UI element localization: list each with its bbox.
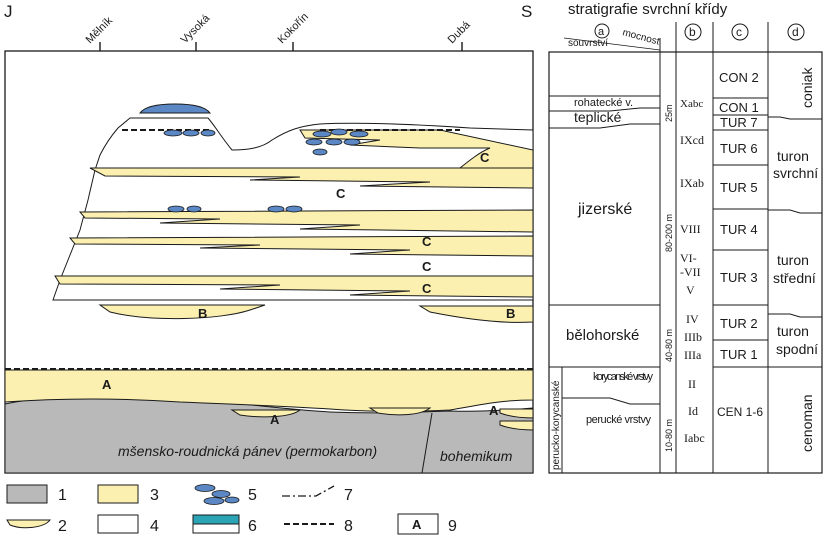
legend-num-4: 4 (150, 518, 159, 535)
col-b-item-2: IXab (680, 176, 704, 190)
col-c-item-9: CEN 1-6 (717, 405, 763, 419)
unit-perucke: perucké vrstvy (586, 414, 652, 426)
col-b-item-3: VIII (680, 222, 701, 236)
legend-num-1: 1 (58, 487, 67, 504)
a-label-1: A (102, 377, 112, 392)
thickness-3: 40-80 m (664, 329, 674, 362)
col-c-item-6: TUR 3 (720, 270, 758, 285)
c-label-3: C (422, 234, 432, 249)
legend-num-2: 2 (58, 518, 67, 535)
col-c-item-1: CON 1 (719, 100, 759, 115)
place-label-vysoka: Vysoká (179, 12, 213, 46)
corner-label-j: J (4, 2, 13, 21)
col-c-item-3: TUR 6 (720, 141, 758, 156)
col-b-item-7: IV (686, 312, 699, 326)
bohemikum-label: bohemikum (440, 448, 513, 464)
unit-teplicke: teplické (574, 109, 622, 125)
place-markers: Mělník Vysoká Kokořín Dubá (84, 11, 474, 52)
cross-section: C C C C C B B A A A mšensko-roudnická pá… (5, 51, 533, 473)
col-b-item-1: IXcd (680, 133, 704, 147)
unit-jizerske: jizerské (577, 201, 632, 218)
c-label-1: C (480, 150, 490, 165)
col-d-item-2: svrchní (773, 165, 818, 181)
col-c-item-2: TUR 7 (720, 115, 758, 130)
col-d-item-6: spodní (776, 341, 818, 357)
corner-label-s: S (521, 2, 532, 21)
col-b-item-0: Xabc (680, 98, 703, 110)
d-line-3 (768, 314, 822, 317)
b-label-1: B (198, 306, 207, 321)
col-d-item-7: cenoman (799, 394, 815, 452)
col-c-letter: c (736, 25, 742, 39)
col-d-item-1: turon (777, 148, 809, 164)
legend: 1 2 3 4 5 6 7 8 A 9 (7, 485, 457, 536)
col-b-item-12: Iabc (684, 431, 705, 445)
strat-table: stratigrafie svrchní křídy a souvrství m… (549, 1, 822, 473)
legend-num-5: 5 (248, 487, 257, 504)
legend-swatch-1 (7, 485, 47, 503)
col-d-item-4: střední (773, 270, 816, 286)
col-c-item-7: TUR 2 (720, 316, 758, 331)
legend-num-9: 9 (448, 518, 457, 535)
unit-belohorske: bělohorské (566, 327, 639, 344)
col-b-item-10: II (688, 377, 696, 391)
c-label-2: C (336, 186, 346, 201)
col-c-item-4: TUR 5 (720, 180, 758, 195)
col-a-mocnost: mocnost (621, 27, 661, 47)
b-label-2: B (506, 306, 515, 321)
d-line-2 (768, 210, 822, 213)
legend-num-3: 3 (150, 487, 159, 504)
col-c-item-8: TUR 1 (720, 347, 758, 362)
unit-perucko: perucko-korycanské (551, 380, 562, 470)
thickness-1: 25m (664, 104, 674, 122)
col-d-item-3: turon (777, 252, 809, 268)
d-line-1 (768, 117, 822, 119)
legend-swatch-6 (193, 515, 239, 524)
legend-box-letter: A (412, 517, 422, 532)
place-label-melnik: Mělník (84, 14, 116, 46)
c-label-4: C (422, 259, 432, 274)
basin-label: mšensko-roudnická pánev (permokarbon) (118, 443, 377, 459)
col-b-item-5: -VII (680, 265, 701, 279)
col-b-item-4: VI- (680, 251, 697, 265)
col-b-letter: b (689, 25, 696, 39)
col-b-item-8: IIIb (684, 330, 702, 344)
place-label-kokorin: Kokořín (276, 11, 311, 46)
a-label-3: A (489, 403, 499, 418)
col-c-item-5: TUR 4 (720, 222, 758, 237)
col-d-item-5: turon (777, 323, 809, 339)
thickness-4: 10-80 m (664, 419, 674, 452)
c-label-5: C (422, 281, 432, 296)
legend-swatch-4 (98, 515, 138, 533)
col-b-item-9: IIIa (684, 348, 702, 362)
col-d-item-0: coniak (799, 67, 815, 108)
legend-swatch-7 (282, 486, 334, 496)
legend-num-7: 7 (344, 487, 353, 504)
a-label-2: A (270, 412, 280, 427)
legend-swatch-3 (98, 485, 138, 503)
unit-korycanske: korycanské vrstvy (593, 371, 654, 383)
col-a-letter: a (598, 26, 605, 38)
place-label-duba: Dubá (446, 18, 474, 46)
col-b-item-6: V (686, 283, 695, 297)
legend-num-6: 6 (248, 518, 257, 535)
korycanske-line (562, 398, 660, 404)
col-c-item-0: CON 2 (719, 70, 759, 85)
legend-swatch-5 (195, 485, 239, 505)
col-d-letter: d (792, 25, 799, 39)
unit-rohatecke: rohatecké v. (574, 97, 633, 109)
legend-swatch-6-lower (193, 524, 239, 533)
strat-title: stratigrafie svrchní křídy (568, 1, 728, 18)
legend-swatch-2 (7, 520, 50, 528)
legend-num-8: 8 (344, 518, 353, 535)
col-b-item-11: Id (688, 404, 698, 418)
thickness-2: 80-200 m (664, 214, 674, 252)
